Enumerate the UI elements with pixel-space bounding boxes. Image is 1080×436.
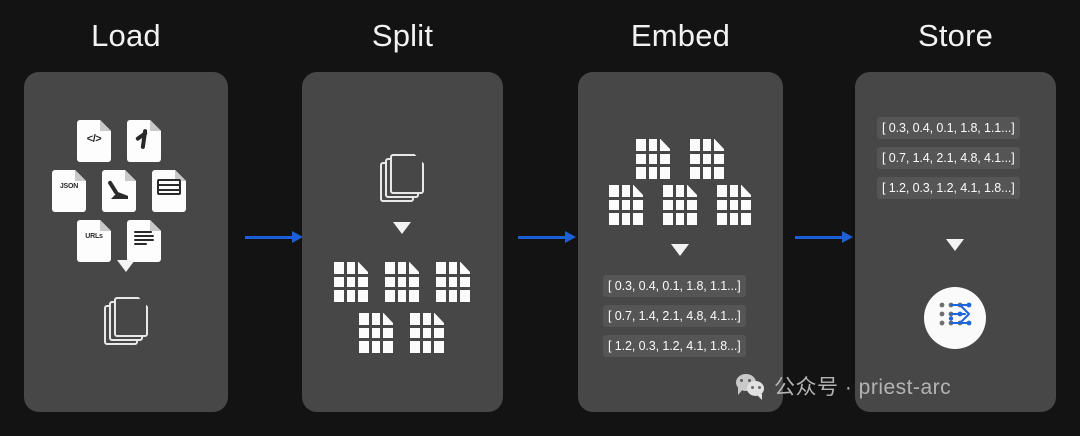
stage-panel-split bbox=[302, 72, 503, 412]
watermark-text: 公众号 · priest-arc bbox=[774, 376, 952, 399]
text-glyph bbox=[127, 220, 161, 262]
page-fold bbox=[150, 120, 161, 131]
connector-embed-to-store bbox=[795, 231, 853, 243]
connector-load-to-split bbox=[245, 231, 303, 243]
stage-panel-embed: [ 0.3, 0.4, 0.1, 1.8, 1.1...] [ 0.7, 1.4… bbox=[578, 72, 783, 412]
vector-row: [ 1.2, 0.3, 1.2, 4.1, 1.8...] bbox=[877, 177, 1020, 199]
wechat-icon bbox=[736, 374, 766, 400]
urls-file-icon: URLs bbox=[77, 220, 111, 262]
stage-title-store: Store bbox=[917, 18, 994, 53]
table-glyph bbox=[152, 170, 186, 212]
vector-row: [ 0.7, 1.4, 2.1, 4.8, 4.1...] bbox=[877, 147, 1020, 169]
urls-file-label: URLs bbox=[85, 232, 103, 240]
arrow-right-icon bbox=[292, 231, 303, 243]
down-triangle-icon bbox=[946, 239, 964, 251]
code-file-icon: </> bbox=[77, 120, 111, 162]
page-fold bbox=[150, 220, 161, 231]
document-chunk-icon bbox=[636, 139, 670, 179]
stage-title-split: Split bbox=[371, 18, 434, 53]
json-file-icon: JSON bbox=[52, 170, 86, 212]
page-fold bbox=[100, 120, 111, 131]
vector-row: [ 0.7, 1.4, 2.1, 4.8, 4.1...] bbox=[603, 305, 746, 327]
vector-database-logo bbox=[924, 287, 986, 349]
page-fold bbox=[175, 170, 186, 181]
document-stack-icon bbox=[380, 154, 424, 202]
vector-row: [ 0.3, 0.4, 0.1, 1.8, 1.1...] bbox=[603, 275, 746, 297]
stage-panel-store: [ 0.3, 0.4, 0.1, 1.8, 1.1...] [ 0.7, 1.4… bbox=[855, 72, 1056, 412]
page-fold bbox=[125, 170, 136, 181]
stage-load: Load </> JSON bbox=[24, 0, 228, 436]
down-triangle-icon bbox=[117, 260, 135, 272]
json-file-label: JSON bbox=[59, 182, 79, 190]
arrow-right-icon bbox=[842, 231, 853, 243]
down-triangle-icon bbox=[671, 244, 689, 256]
connector-split-to-embed bbox=[518, 231, 576, 243]
stage-split: Split bbox=[302, 0, 503, 436]
pdf-glyph bbox=[127, 120, 161, 162]
page-fold bbox=[75, 170, 86, 181]
down-triangle-icon bbox=[393, 222, 411, 234]
text-file-icon bbox=[127, 220, 161, 262]
table-file-icon bbox=[152, 170, 186, 212]
document-chunk-icon bbox=[410, 313, 444, 353]
document-chunk-icon bbox=[609, 185, 643, 225]
stage-title-load: Load bbox=[91, 18, 161, 53]
document-chunk-icon bbox=[717, 185, 751, 225]
stage-store: Store [ 0.3, 0.4, 0.1, 1.8, 1.1...] [ 0.… bbox=[855, 0, 1056, 436]
vector-row: [ 0.3, 0.4, 0.1, 1.8, 1.1...] bbox=[877, 117, 1020, 139]
stage-embed: Embed [ 0.3, 0.4, 0.1, 1.8, 1.1...] [ 0.… bbox=[578, 0, 783, 436]
document-chunk-icon bbox=[359, 313, 393, 353]
document-stack-icon bbox=[104, 297, 148, 345]
image-glyph bbox=[102, 170, 136, 212]
arrow-right-icon bbox=[565, 231, 576, 243]
watermark: 公众号 · priest-arc bbox=[736, 371, 951, 401]
document-chunk-icon bbox=[690, 139, 724, 179]
document-chunk-icon bbox=[334, 262, 368, 302]
page-fold bbox=[100, 220, 111, 231]
document-chunk-icon bbox=[436, 262, 470, 302]
stage-title-embed: Embed bbox=[630, 18, 731, 53]
pdf-file-icon bbox=[127, 120, 161, 162]
image-file-icon bbox=[102, 170, 136, 212]
vector-row: [ 1.2, 0.3, 1.2, 4.1, 1.8...] bbox=[603, 335, 746, 357]
document-chunk-icon bbox=[663, 185, 697, 225]
code-file-label: </> bbox=[86, 133, 102, 145]
vector-db-glyph bbox=[939, 302, 972, 326]
stage-panel-load: </> JSON URLs bbox=[24, 72, 228, 412]
document-chunk-icon bbox=[385, 262, 419, 302]
